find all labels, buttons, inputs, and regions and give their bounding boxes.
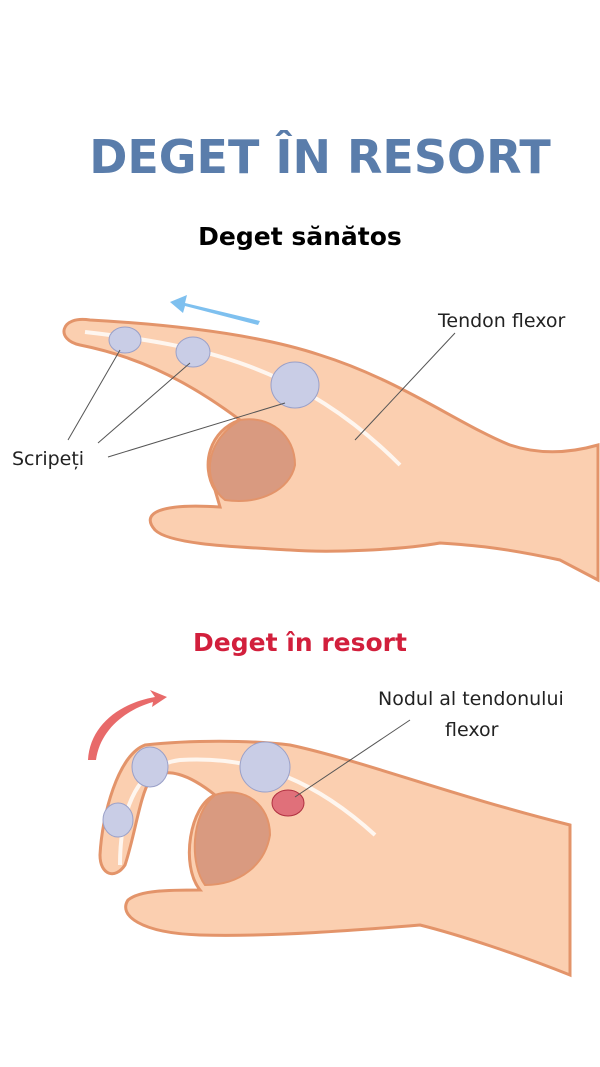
movement-arrow-icon [170, 295, 260, 325]
nodule-label-line2: flexor [445, 719, 499, 741]
tendon-flexor-label: Tendon flexor [438, 310, 566, 332]
healthy-finger-heading: Deget sănătos [198, 222, 402, 251]
trigger-finger-heading: Deget în resort [193, 628, 407, 657]
pulley-icon [108, 326, 142, 354]
trigger-hand-illustration [88, 690, 572, 978]
nodule-label-line1: Nodul al tendonului [378, 688, 564, 710]
pulley-icon [270, 361, 320, 409]
curl-arrow-icon [88, 690, 167, 760]
pulleys-label: Scripeți [12, 448, 85, 470]
pulley-icon [102, 802, 134, 838]
pulley-icon [175, 336, 211, 368]
page-title: DEGET ÎN RESORT [89, 130, 551, 184]
pulley-icon [239, 741, 291, 793]
pulley-icon [131, 746, 169, 788]
healthy-hand-illustration [62, 295, 600, 583]
